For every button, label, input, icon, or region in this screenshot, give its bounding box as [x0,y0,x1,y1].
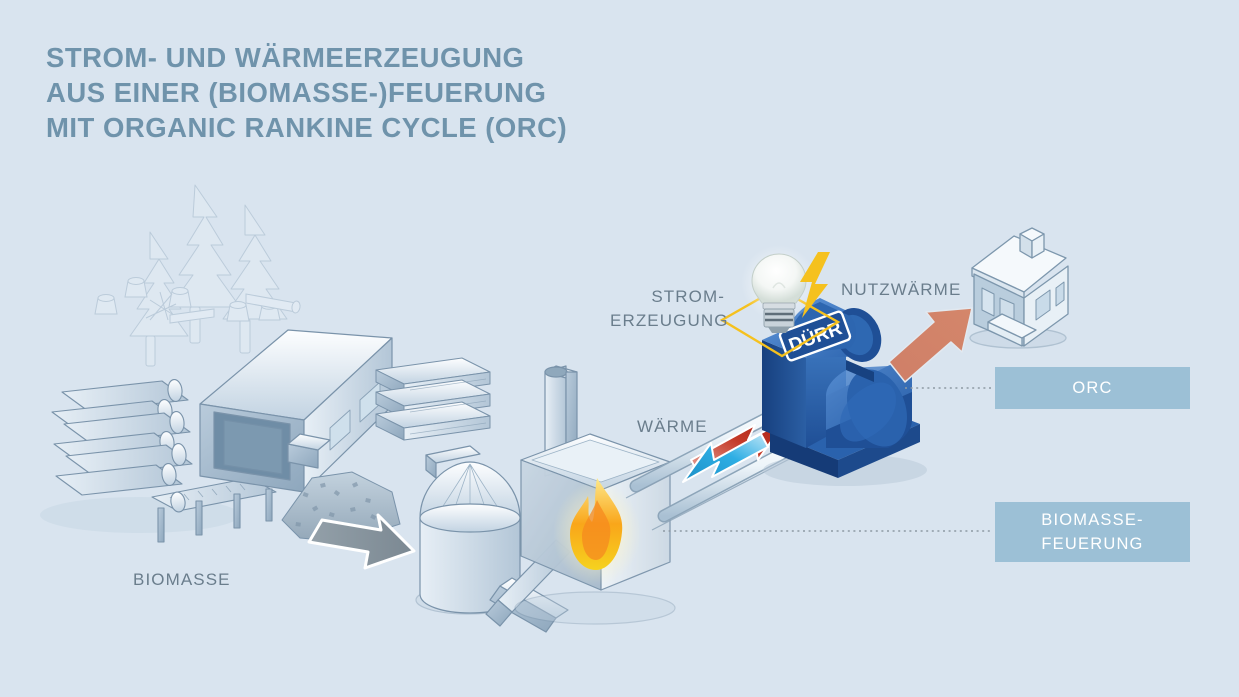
page-title: STROM- UND WÄRMEERZEUGUNG AUS EINER (BIO… [46,42,568,143]
callout-orc-label: ORC [1072,379,1113,397]
lightning-bolt [800,252,830,318]
sawmill-building [199,329,393,493]
label-biomasse: BIOMASSE [133,570,231,589]
orc-unit: DÜRR [762,298,927,486]
useful-heat-arrow [888,307,973,383]
lumber-stack [375,357,491,441]
house [969,227,1069,349]
lightbulb [741,245,817,333]
callout-biomasse-feuerung: BIOMASSE- FEUERUNG [995,502,1190,562]
callout-orc: ORC [995,367,1190,409]
furnace-flame [553,478,641,585]
biomass-feed-arrow [307,513,416,570]
callout-biomasse-feuerung-label: BIOMASSE- FEUERUNG [1041,511,1144,553]
woodchip-pile [281,471,401,543]
label-stromerzeugung: STROM- ERZEUGUNG [610,287,729,330]
label-nutzwaerme: NUTZWÄRME [841,280,962,299]
forest-trees [94,184,301,367]
label-waerme: WÄRME [637,417,708,436]
cold-return-arrow [682,433,769,483]
conveyor [151,477,277,543]
